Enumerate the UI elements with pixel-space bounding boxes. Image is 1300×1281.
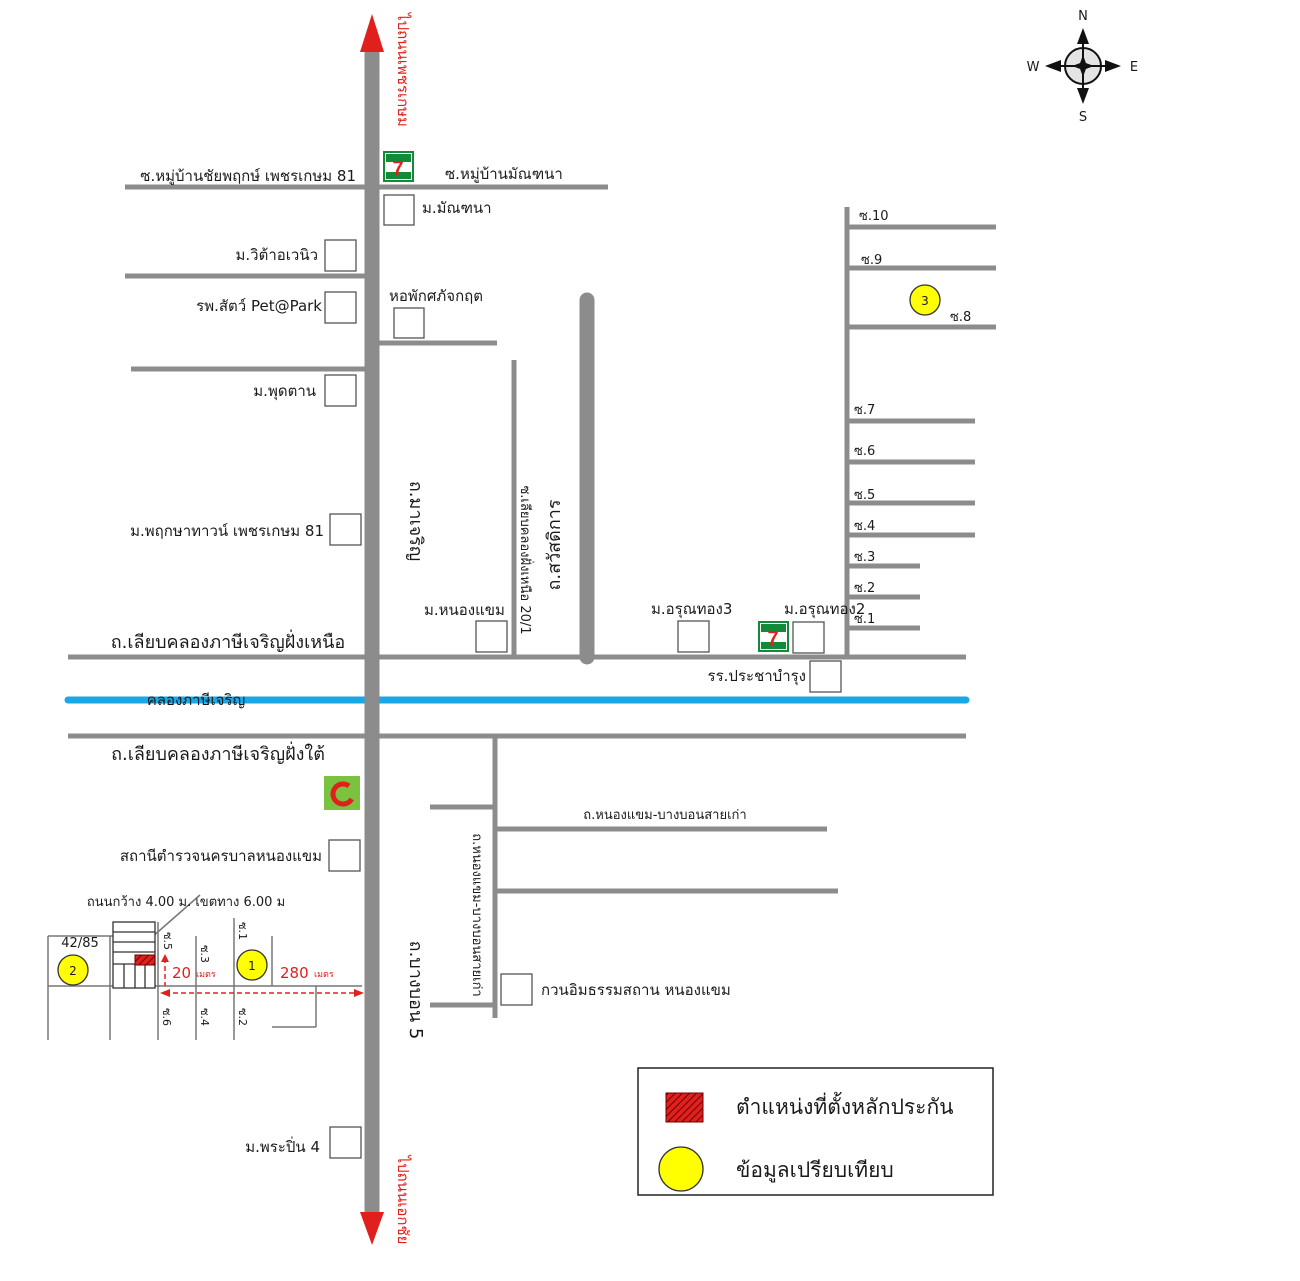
svg-text:ซ.5: ซ.5 (161, 932, 174, 950)
big-c-icon (324, 776, 360, 810)
svg-text:ซ.2: ซ.2 (236, 1008, 249, 1026)
svg-text:3: 3 (921, 294, 929, 308)
south-bank-road-label: ถ.เลียบคลองภาษีเจริญฝั่งใต้ (111, 741, 325, 765)
distance-20-unit: เมตร (196, 970, 216, 980)
macharoen-road-label: ถ.มาเจริญ (405, 481, 426, 561)
road-width-label: ถนนกว้าง 4.00 ม. เขตทาง 6.00 ม (87, 895, 285, 910)
legend-property-label: ตำแหน่งที่ตั้งหลักประกัน (736, 1092, 954, 1119)
comparable-marker-3: 3 (909, 284, 941, 316)
svg-text:ซ.3: ซ.3 (854, 550, 875, 565)
petpark-label: รพ.สัตว์ Pet@Park (196, 297, 322, 315)
building-boxes (324, 194, 842, 1159)
arunthong3-label: ม.อรุณทอง3 (651, 600, 732, 619)
bangbon5-road-label: ถ.บางบอน 5 (405, 941, 426, 1040)
phruksa-label: ม.พฤกษาทาวน์ เพชรเกษม 81 (130, 522, 324, 540)
svg-text:ซ.10: ซ.10 (859, 209, 889, 224)
svg-text:ซ.6: ซ.6 (160, 1008, 173, 1026)
compass-west: W (1027, 60, 1040, 75)
compass-north: N (1078, 9, 1088, 24)
svg-text:ซ.4: ซ.4 (854, 519, 875, 534)
sawatdikan-road-label: ถ.สวัสดิการ (544, 499, 565, 590)
to-ekkachai-label: ไปถนนเอกชัย (394, 1155, 412, 1245)
svg-text:7: 7 (767, 628, 778, 650)
svg-text:ซ.1: ซ.1 (854, 612, 875, 627)
north-bank-road-label: ถ.เลียบคลองภาษีเจริญฝั่งเหนือ (111, 629, 345, 653)
legend-comparable-swatch (658, 1146, 704, 1192)
svg-text:ซ.4: ซ.4 (198, 1008, 211, 1026)
police-station-label: สถานีตำรวจนครบาลหนองแขม (120, 847, 322, 865)
legend-property-swatch (665, 1092, 704, 1123)
svg-text:ซ.3: ซ.3 (198, 945, 211, 963)
distance-arrows (164, 958, 360, 994)
soi-monthana-label: ซ.หมู่บ้านมัณฑนา (445, 165, 563, 183)
old-road-horizontal-label: ถ.หนองแขม-บางบอนสายเก่า (583, 808, 746, 823)
canal-label: คลองภาษีเจริญ (147, 691, 246, 709)
compass-icon: N S W E (1027, 9, 1139, 125)
distance-20-value: 20 (172, 964, 191, 982)
property-location-marker (134, 954, 156, 966)
svg-text:ซ.1: ซ.1 (236, 922, 249, 940)
school-label: รร.ประชาบำรุง (708, 667, 806, 686)
compass-south: S (1079, 110, 1087, 125)
legend: ตำแหน่งที่ตั้งหลักประกัน ข้อมูลเปรียบเที… (637, 1067, 994, 1196)
nongkhaem-village-label: ม.หนองแขม (424, 601, 505, 619)
svg-text:ซ.9: ซ.9 (861, 253, 882, 268)
svg-text:2: 2 (69, 964, 77, 978)
compass-east: E (1130, 60, 1138, 75)
phutan-label: ม.พุดตาน (253, 382, 316, 401)
left-soi-labels: ซ.5 ซ.3 ซ.1 ซ.6 ซ.4 ซ.2 (160, 922, 249, 1026)
svg-text:1: 1 (248, 959, 256, 973)
soi-chaiyaphruek-label: ซ.หมู่บ้านชัยพฤกษ์ เพชรเกษม 81 (140, 167, 356, 185)
7-eleven-icon: 7 (383, 151, 414, 182)
detail-roads (47, 894, 362, 1040)
legend-comparable-label: ข้อมูลเปรียบเทียบ (736, 1158, 894, 1183)
arunthong2-label: ม.อรุณทอง2 (784, 600, 865, 619)
7-eleven-icon: 7 (758, 621, 789, 652)
old-road-vertical-label: ถ.หนองแขม-บางบอนสายเก่า (469, 833, 484, 996)
arrow-south-icon (360, 1212, 384, 1245)
soi-2001-label: ซ.เลียบคลองฝั่งเหนือ 20/1 (517, 485, 534, 634)
right-soi-labels: ซ.10 ซ.9 ซ.8 ซ.7 ซ.6 ซ.5 ซ.4 ซ.3 ซ.2 ซ.1 (854, 209, 971, 627)
svg-text:ซ.2: ซ.2 (854, 581, 875, 596)
arrow-north-icon (360, 14, 384, 52)
comparable-marker-1: 1 (236, 949, 268, 981)
svg-text:ซ.8: ซ.8 (950, 310, 971, 325)
comparable-marker-2: 2 (57, 954, 89, 986)
monthana-label: ม.มัณฑนา (422, 199, 492, 217)
svg-text:ซ.5: ซ.5 (854, 488, 875, 503)
road-network (68, 184, 996, 1018)
distance-280-value: 280 (280, 964, 309, 982)
to-petchkasem-label: ไปถนนเพชรเกษม (394, 12, 412, 127)
shrine-label: กวนอิมธรรมสถาน หนองแขม (541, 981, 731, 999)
svg-text:ซ.7: ซ.7 (854, 403, 875, 418)
phraepin-label: ม.พระปิ่น 4 (245, 1136, 320, 1156)
svg-text:7: 7 (392, 158, 403, 180)
vista-avenue-label: ม.วิต้าอเวนิว (236, 246, 318, 264)
svg-text:ซ.6: ซ.6 (854, 444, 875, 459)
distance-280-unit: เมตร (314, 970, 334, 980)
dorm-label: หอพักศภัจกฤต (389, 287, 483, 305)
house-number-label: 42/85 (61, 936, 98, 951)
